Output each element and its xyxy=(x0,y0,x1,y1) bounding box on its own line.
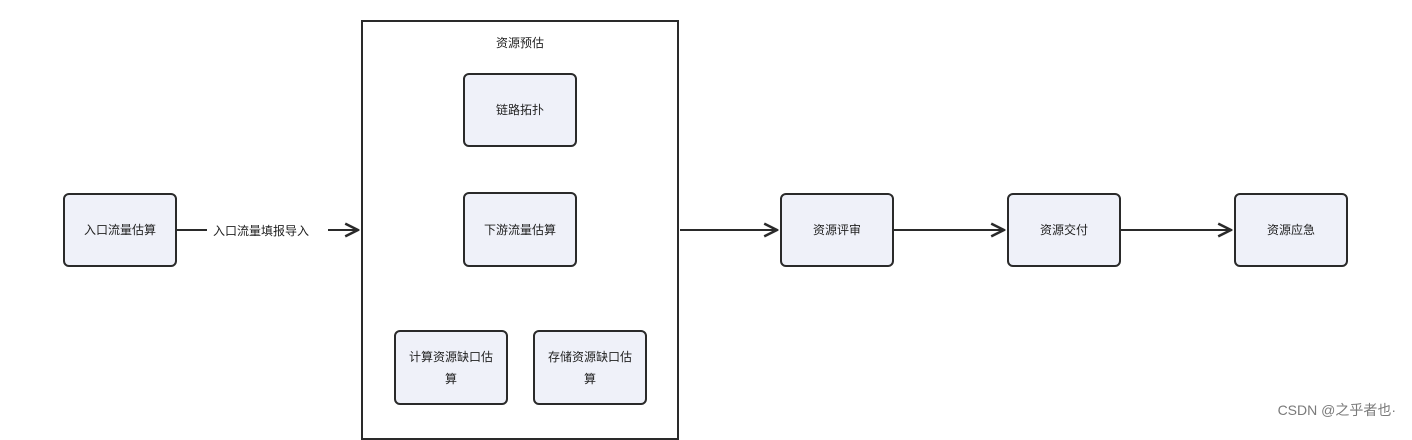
node-compute-resource-gap[interactable]: 计算资源缺口估算 xyxy=(394,330,508,405)
node-label: 资源评审 xyxy=(812,223,861,237)
group-title: 资源预估 xyxy=(495,36,544,50)
node-entry-traffic-estimate[interactable]: 入口流量估算 xyxy=(63,193,177,267)
node-label: 资源交付 xyxy=(1039,223,1088,237)
node-link-topology[interactable]: 链路拓扑 xyxy=(463,73,577,147)
node-label: 入口流量估算 xyxy=(83,223,156,237)
node-resource-review[interactable]: 资源评审 xyxy=(780,193,894,267)
node-label: 存储资源缺口估算 xyxy=(547,349,632,386)
node-storage-resource-gap[interactable]: 存储资源缺口估算 xyxy=(533,330,647,405)
node-resource-emergency[interactable]: 资源应急 xyxy=(1234,193,1348,267)
node-label: 资源应急 xyxy=(1266,223,1315,237)
node-downstream-traffic-estimate[interactable]: 下游流量估算 xyxy=(463,192,577,267)
node-label: 计算资源缺口估算 xyxy=(408,349,493,386)
node-resource-delivery[interactable]: 资源交付 xyxy=(1007,193,1121,267)
watermark: CSDN @之乎者也· xyxy=(1277,402,1396,418)
connector-layer xyxy=(176,148,1412,428)
node-label: 下游流量估算 xyxy=(483,222,556,237)
node-label: 链路拓扑 xyxy=(495,103,544,117)
edge-label-import: 入口流量填报导入 xyxy=(210,222,313,239)
